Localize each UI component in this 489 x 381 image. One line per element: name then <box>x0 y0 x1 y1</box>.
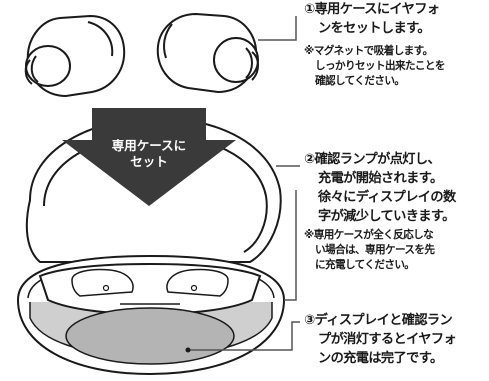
insert-arrow: 専用ケースに セット <box>62 108 236 206</box>
arrow-label-line2: セット <box>130 154 168 169</box>
case-base <box>16 254 286 376</box>
step-2-note-1: ※専用ケースが全く反応しな <box>304 229 434 241</box>
step-3-line-2: プが消灯するとイヤフォ <box>318 332 457 347</box>
left-earbud <box>24 14 126 98</box>
step-2-line-4: 字が減少していきます。 <box>318 209 455 224</box>
step-1-note-1: ※マグネットで吸着します。 <box>304 45 433 57</box>
step-1-note-3: 確認してください。 <box>315 75 405 87</box>
step-2-note-3: に充電してください。 <box>315 259 415 271</box>
step-2-note-2: い場合は、専用ケースを先 <box>315 244 435 256</box>
step-1-line-1: ①専用ケースにイヤフォ <box>304 2 440 17</box>
step-3-line-1: ③ディスプレイと確認ラン <box>304 313 453 328</box>
step-3-line-3: ンの充電は完了です。 <box>318 351 443 366</box>
step-1-line-2: ンをセットします。 <box>318 21 431 36</box>
step-1-note-2: しっかりセット出来たことを <box>315 60 446 72</box>
leader-line-3 <box>188 321 300 351</box>
callout-step-2: ②確認ランプが点灯し、 充電が開始されます。 徐々にディスプレイの数 字が減少し… <box>304 150 489 273</box>
callout-step-3: ③ディスプレイと確認ラン プが消灯するとイヤフォ ンの充電は完了です。 <box>304 311 489 368</box>
lamp-leader <box>284 190 297 301</box>
step-2-line-3: 徐々にディスプレイの数 <box>318 190 456 205</box>
arrow-shape <box>62 108 236 206</box>
callout-step-1: ①専用ケースにイヤフォ ンをセットします。 ※マグネットで吸着します。 しっかり… <box>304 0 489 89</box>
arrow-label-line1: 専用ケースに <box>112 138 186 153</box>
display-panel <box>65 307 235 365</box>
step-2-line-2: 充電が開始されます。 <box>318 171 443 186</box>
leader-line-1 <box>258 16 297 41</box>
right-earbud <box>156 12 259 94</box>
step-2-line-1: ②確認ランプが点灯し、 <box>304 152 441 167</box>
